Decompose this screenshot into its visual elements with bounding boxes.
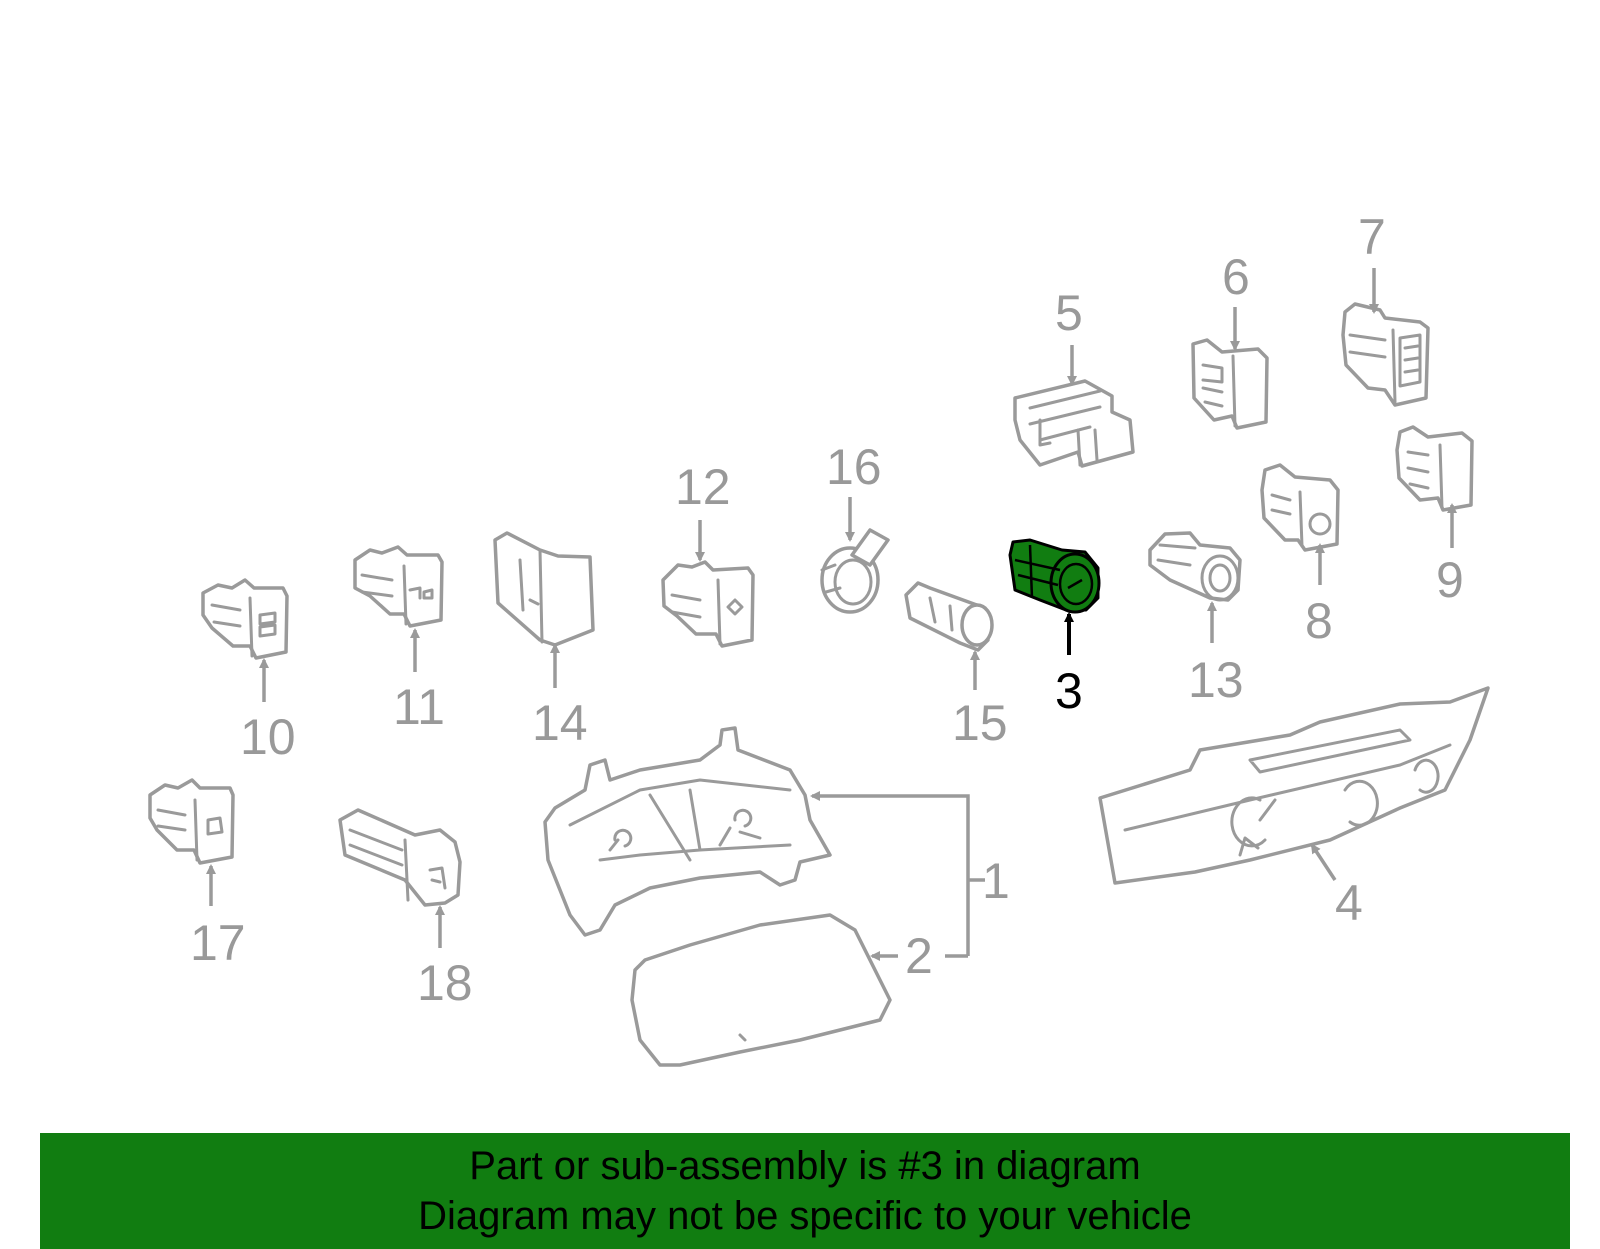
callout-14: 14 (532, 695, 588, 751)
part-5-switch[interactable] (1013, 379, 1135, 468)
callout-5: 5 (1055, 285, 1083, 341)
part-14-panel[interactable] (493, 531, 595, 647)
part-2-cluster-lens[interactable] (630, 913, 892, 1067)
callout-9: 9 (1436, 552, 1464, 608)
part-18-switch[interactable] (338, 808, 462, 907)
part-13-socket[interactable] (1148, 531, 1242, 602)
leader-1-bracket (810, 791, 970, 956)
part-10-switch[interactable] (201, 578, 289, 660)
callout-3: 3 (1055, 663, 1083, 719)
part-16-ring[interactable] (820, 528, 890, 614)
banner-line-2: Diagram may not be specific to your vehi… (418, 1194, 1192, 1238)
callout-16: 16 (826, 439, 882, 495)
callout-7: 7 (1358, 209, 1386, 265)
part-9-switch[interactable] (1395, 425, 1474, 512)
callout-4: 4 (1335, 875, 1363, 931)
callout-8: 8 (1305, 593, 1333, 649)
part-11-switch[interactable] (353, 545, 444, 628)
callout-6: 6 (1222, 249, 1250, 305)
part-1-instrument-cluster[interactable] (543, 726, 832, 937)
part-15-lighter[interactable] (904, 581, 994, 652)
callout-10: 10 (240, 709, 296, 765)
part-8-switch[interactable] (1260, 463, 1340, 552)
leader-4 (1310, 843, 1337, 881)
callout-17: 17 (190, 915, 246, 971)
part-12-switch[interactable] (661, 560, 755, 648)
part-6-switch[interactable] (1191, 338, 1269, 430)
callout-18: 18 (417, 955, 473, 1011)
part-4-dash-panel[interactable] (1098, 686, 1490, 885)
callout-15: 15 (952, 695, 1008, 751)
banner-line-1: Part or sub-assembly is #3 in diagram (469, 1144, 1141, 1188)
callout-2: 2 (905, 928, 933, 984)
part-3-power-outlet-highlighted[interactable] (1008, 538, 1101, 614)
info-banner: Part or sub-assembly is #3 in diagram Di… (40, 1133, 1570, 1249)
callout-11: 11 (393, 679, 445, 735)
part-17-switch[interactable] (148, 778, 235, 865)
part-7-switch[interactable] (1341, 302, 1430, 407)
callout-13: 13 (1188, 652, 1244, 708)
callout-12: 12 (675, 459, 731, 515)
callout-1: 1 (982, 853, 1010, 909)
